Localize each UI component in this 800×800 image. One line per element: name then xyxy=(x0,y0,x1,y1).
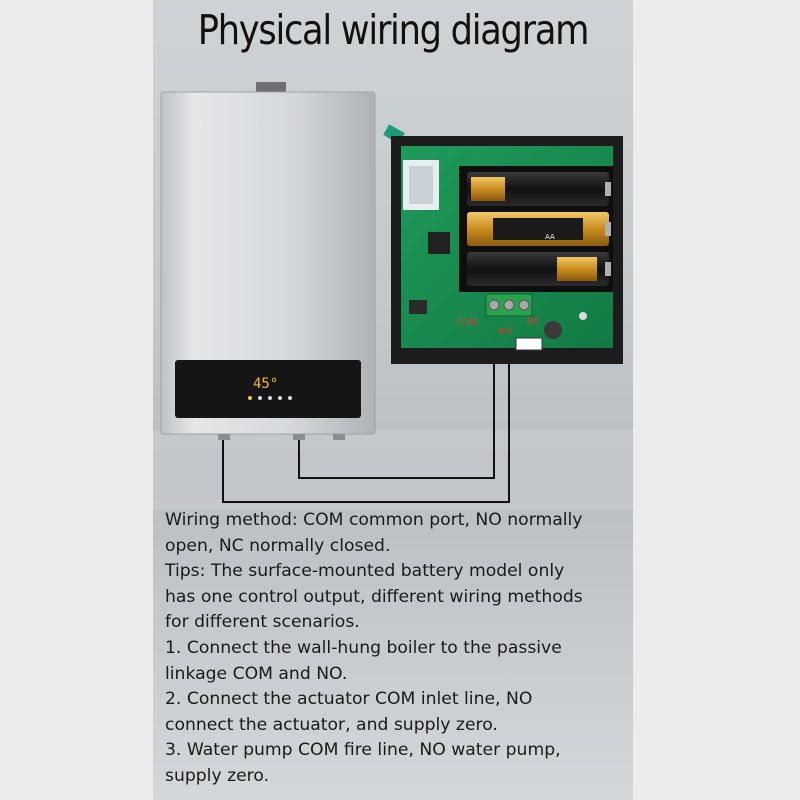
battery-band xyxy=(557,257,597,281)
pipe-fitting xyxy=(218,434,230,440)
instruction-line: has one control output, different wiring… xyxy=(165,586,583,607)
terminal-screw-icon xyxy=(518,299,530,311)
battery xyxy=(467,172,611,206)
indicator-icon xyxy=(258,396,262,400)
indicator-icon xyxy=(248,396,252,400)
diagram-canvas: 45° AA COM NO NC Physical wiring diagram… xyxy=(153,0,633,800)
instruction-line: linkage COM and NO. xyxy=(165,663,348,684)
instruction-line: 3. Water pump COM fire line, NO water pu… xyxy=(165,740,561,761)
terminal-label-com: COM xyxy=(456,318,477,328)
indicator-icon xyxy=(288,396,292,400)
component xyxy=(409,300,427,314)
screw-icon xyxy=(579,312,587,320)
wifi-chip xyxy=(409,166,433,204)
instruction-line: Wiring method: COM common port, NO norma… xyxy=(165,510,583,530)
page-title: Physical wiring diagram xyxy=(197,6,590,54)
instruction-line: open, NC normally closed. xyxy=(165,535,391,556)
battery-terminal xyxy=(605,262,611,276)
instruction-line: Tips: The surface-mounted battery model … xyxy=(165,561,565,582)
connection-wires xyxy=(222,315,510,503)
terminal-label-nc: NC xyxy=(527,317,540,327)
pipe-fitting xyxy=(333,434,345,440)
wire-no xyxy=(298,315,495,479)
pipe-fitting xyxy=(293,434,305,440)
battery xyxy=(467,252,611,286)
battery-band xyxy=(493,218,583,240)
buzzer xyxy=(544,321,562,339)
boiler-body xyxy=(160,91,376,435)
instruction-line: connect the actuator, and supply zero. xyxy=(165,714,498,735)
battery-terminal xyxy=(605,182,611,196)
terminal-label-no: NO xyxy=(498,327,512,337)
thermostat-control-board xyxy=(383,124,623,364)
boiler-temperature-display: 45° xyxy=(253,376,278,392)
terminal-screw-icon xyxy=(488,299,500,311)
battery-label: AA xyxy=(545,233,555,241)
instruction-line: 2. Connect the actuator COM inlet line, … xyxy=(165,689,533,710)
wall-hung-boiler xyxy=(160,82,376,440)
boiler-control-panel xyxy=(175,360,361,418)
wiring-instructions: Wiring method: COM common port, NO norma… xyxy=(165,508,633,790)
battery-band xyxy=(471,177,505,201)
microcontroller-chip xyxy=(428,232,450,254)
wiring-illustration: 45° AA COM NO NC xyxy=(153,82,633,510)
instruction-line: for different scenarios. xyxy=(165,612,360,633)
wire-com xyxy=(222,315,510,503)
indicator-icon xyxy=(278,396,282,400)
battery xyxy=(467,212,611,246)
instruction-line: supply zero. xyxy=(165,765,270,786)
battery-terminal xyxy=(605,222,611,236)
indicator-icon xyxy=(268,396,272,400)
terminal-screw-icon xyxy=(503,299,515,311)
board-label xyxy=(515,337,543,351)
instruction-line: 1. Connect the wall-hung boiler to the p… xyxy=(165,637,562,658)
